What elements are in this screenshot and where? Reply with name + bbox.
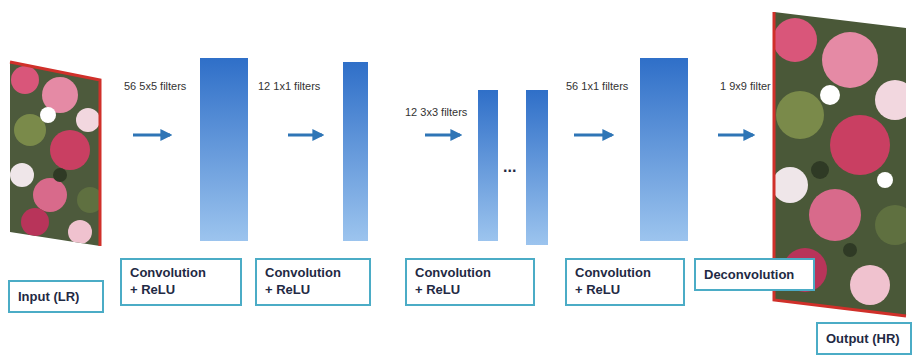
input-image	[10, 60, 103, 250]
flow-arrow	[425, 134, 460, 137]
image-blob	[811, 161, 829, 179]
flow-arrow	[574, 134, 612, 137]
image-border	[10, 62, 100, 246]
layer-label: Convolution + ReLU	[130, 265, 206, 299]
flow-arrow	[133, 134, 170, 137]
layer-label: Deconvolution	[704, 267, 794, 284]
layer-box: Input (LR)	[8, 280, 104, 313]
image-blob	[773, 18, 817, 62]
filter-label: 56 1x1 filters	[566, 80, 628, 92]
image-blob	[10, 163, 34, 187]
image-blob	[68, 220, 92, 244]
feature-bar	[526, 90, 548, 245]
feature-bar	[640, 58, 688, 241]
image-ground	[10, 60, 102, 250]
filter-label: 56 5x5 filters	[124, 80, 186, 92]
layer-box: Deconvolution	[694, 258, 815, 291]
image-blob	[772, 167, 808, 203]
filter-label: 12 3x3 filters	[405, 106, 467, 118]
layer-box: Output (HR)	[816, 322, 912, 355]
image-blob	[877, 172, 893, 188]
feature-bar	[343, 62, 368, 241]
image-blob	[875, 80, 915, 120]
image-blob	[53, 168, 67, 182]
image-blob	[776, 91, 824, 139]
layer-label: Convolution + ReLU	[265, 265, 341, 299]
layer-label: Convolution + ReLU	[575, 265, 651, 299]
layer-label: Convolution + ReLU	[415, 265, 491, 299]
image-blob	[33, 178, 67, 212]
image-blob	[76, 108, 100, 132]
image-blob	[809, 189, 861, 241]
image-blob	[850, 265, 890, 305]
filter-label: 12 1x1 filters	[258, 80, 320, 92]
ellipsis-mark: ...	[503, 158, 516, 176]
image-blob	[875, 205, 915, 245]
image-blob	[843, 243, 857, 257]
layer-box: Convolution + ReLU	[120, 258, 242, 306]
flow-arrow	[288, 134, 322, 137]
image-blob	[40, 107, 56, 123]
layer-label: Output (HR)	[826, 331, 900, 348]
image-blob	[820, 85, 840, 105]
filter-label: 1 9x9 filter	[720, 80, 771, 92]
flow-arrow	[718, 134, 753, 137]
layer-label: Input (LR)	[18, 289, 79, 306]
image-blob	[822, 32, 878, 88]
layer-box: Convolution + ReLU	[405, 258, 535, 306]
image-blob	[50, 130, 90, 170]
layer-box: Convolution + ReLU	[255, 258, 371, 306]
layer-box: Convolution + ReLU	[565, 258, 685, 306]
image-blob	[830, 115, 890, 175]
image-blob	[11, 66, 39, 94]
image-blob	[21, 208, 49, 236]
feature-bar	[200, 58, 248, 241]
feature-bar	[478, 90, 498, 241]
